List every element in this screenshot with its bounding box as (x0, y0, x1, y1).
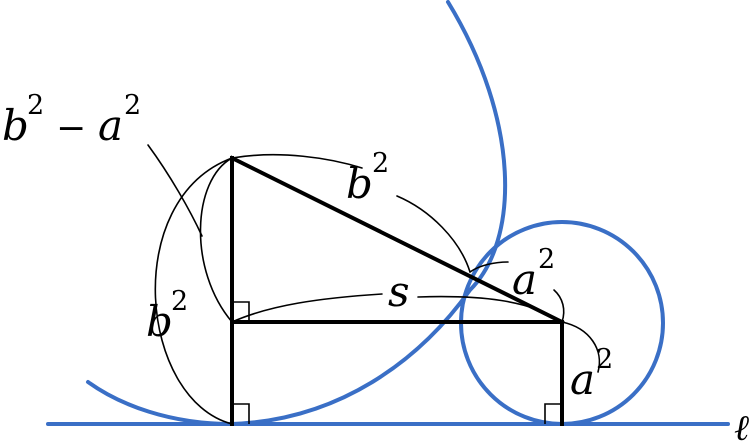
label-b2-minus-a2: b 2 − a 2 (2, 90, 141, 150)
svg-text:2: 2 (596, 344, 613, 375)
brace-s-left (231, 293, 383, 323)
svg-text:2: 2 (27, 90, 44, 121)
label-a2-lower: a 2 (570, 344, 613, 404)
brace-b2-hypotenuse-right (396, 195, 471, 273)
brace-a2-upper-right (553, 289, 565, 323)
svg-text:b: b (2, 101, 29, 150)
label-b2-hypotenuse: b 2 (346, 148, 389, 208)
right-angle-mark-lower-right (544, 403, 562, 424)
leader-b2-minus-a2 (147, 144, 203, 237)
svg-text:2: 2 (372, 148, 389, 179)
brace-b2-hypotenuse-left (231, 153, 363, 169)
svg-text:a: a (98, 101, 123, 150)
svg-text:2: 2 (171, 286, 188, 317)
label-b2-left: b 2 (146, 286, 188, 346)
brace-b2-minus-a2 (199, 157, 233, 323)
svg-text:2: 2 (124, 90, 141, 121)
svg-text:a: a (512, 255, 537, 304)
large-circle-arc (86, 0, 508, 427)
svg-text:−: − (56, 108, 86, 149)
svg-text:2: 2 (538, 244, 555, 275)
segment-hypotenuse (229, 155, 565, 325)
label-a2-upper: a 2 (512, 244, 555, 304)
label-line-ell: ℓ (734, 408, 749, 442)
svg-text:a: a (570, 355, 595, 404)
brace-b2-left (154, 157, 233, 425)
svg-text:b: b (146, 297, 173, 346)
brace-s-right (417, 295, 563, 323)
brace-a2-lower (561, 321, 601, 373)
label-s: s (388, 267, 410, 316)
svg-text:b: b (346, 159, 373, 208)
brace-a2-upper-left (469, 261, 509, 273)
right-angle-mark-lower-left (232, 403, 250, 424)
